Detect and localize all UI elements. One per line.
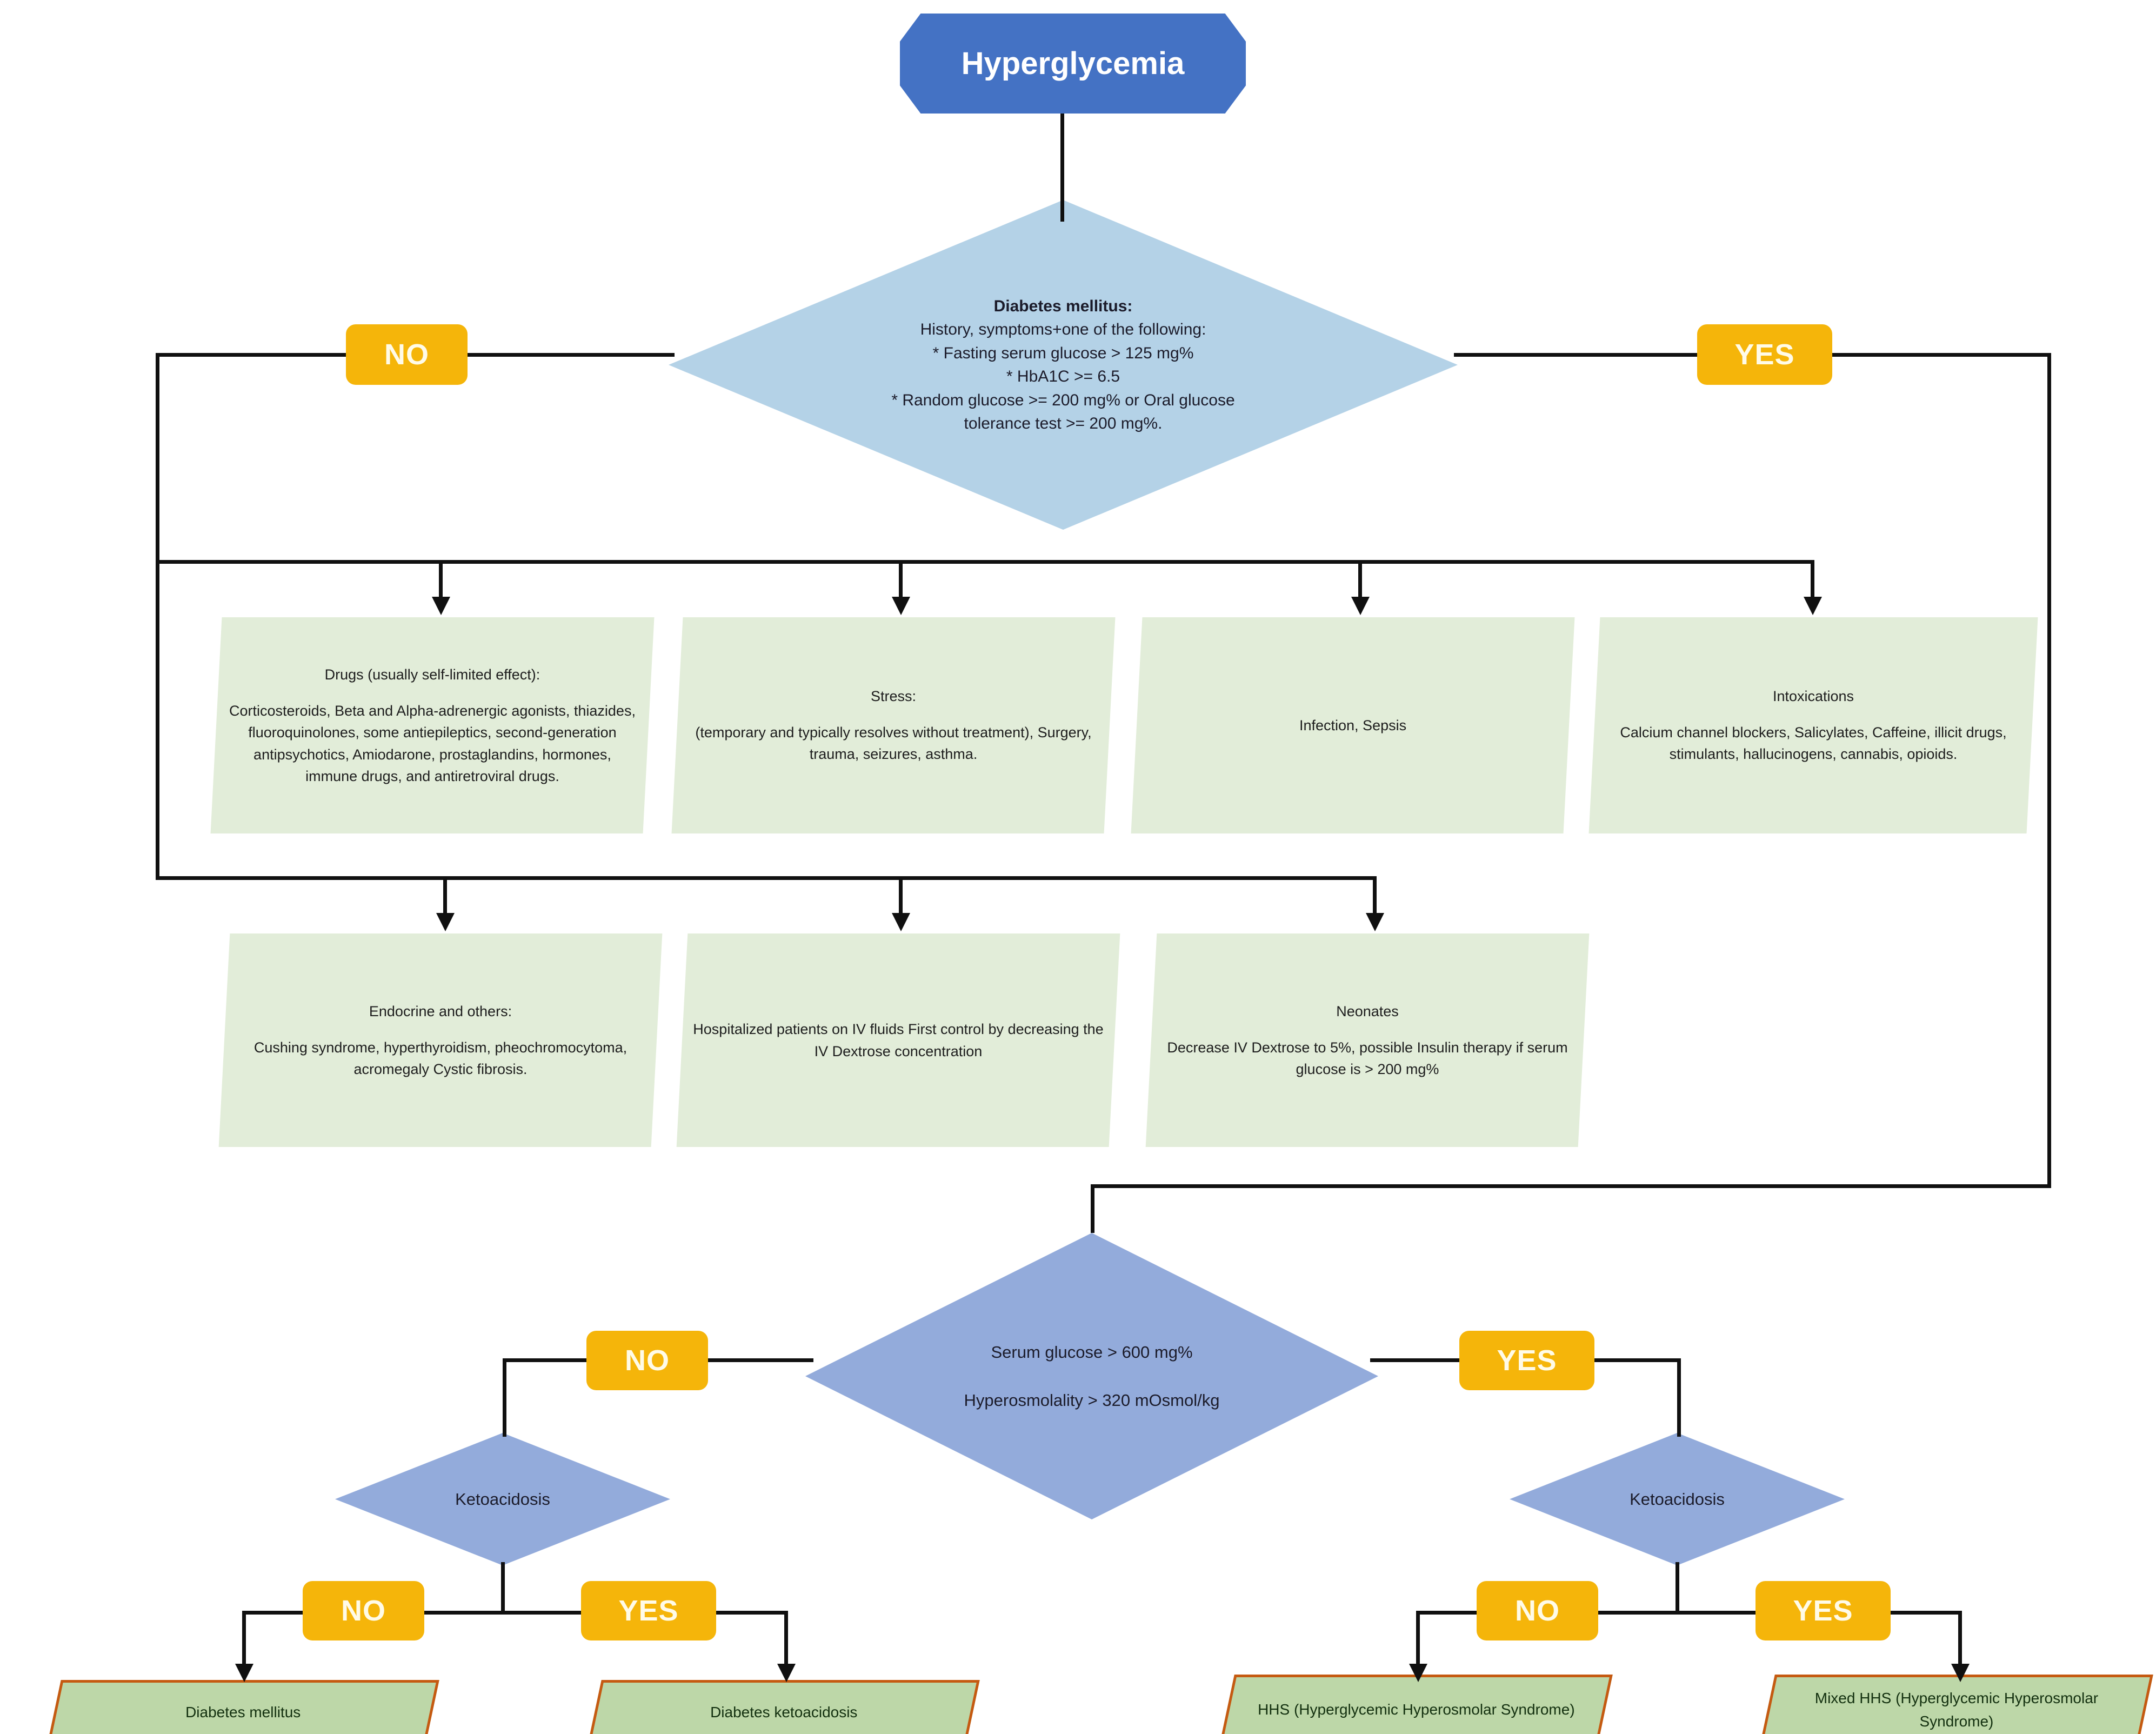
outcome-diabetes-mellitus[interactable]: Diabetes mellitus <box>47 1680 439 1734</box>
cause-box-drugs-heading: Drugs (usually self-limited effect): <box>324 666 540 683</box>
cause-box-drugs[interactable]: Drugs (usually self-limited effect): Cor… <box>210 617 655 833</box>
arrowhead-row1-0 <box>432 597 450 615</box>
cause-box-endocrine[interactable]: Endocrine and others: Cushing syndrome, … <box>218 933 663 1147</box>
arrowhead-row1-1 <box>892 597 910 615</box>
cause-box-neonates-heading: Neonates <box>1336 1003 1399 1019</box>
outcome-mixed-hhs-label: Mixed HHS (Hyperglycemic Hyperosmolar Sy… <box>1814 1689 2099 1730</box>
label-yes-diabetes-text: YES <box>1734 338 1795 371</box>
connector-row1-distribution-bar <box>156 560 1812 564</box>
arrowhead-row1-3 <box>1804 597 1822 615</box>
arrowhead-row2-2 <box>1366 913 1384 931</box>
outcome-diabetes-ketoacidosis-label: Diabetes ketoacidosis <box>710 1704 858 1721</box>
cause-box-hospitalized[interactable]: Hospitalized patients on IV fluids First… <box>676 933 1120 1147</box>
connector-outcome-1-drop <box>784 1611 788 1670</box>
cause-box-neonates[interactable]: Neonates Decrease IV Dextrose to 5%, pos… <box>1145 933 1590 1147</box>
decision-ketoacidosis-right-label: Ketoacidosis <box>1630 1489 1725 1509</box>
arrowhead-row2-0 <box>436 913 455 931</box>
connector-hhs-no-vertical <box>503 1358 506 1437</box>
connector-outcome-2-drop <box>1416 1611 1420 1670</box>
cause-box-infection[interactable]: Infection, Sepsis <box>1131 617 1575 833</box>
connector-no-left-rail <box>156 353 159 880</box>
decision-diabetes-line-1: * Fasting serum glucose > 125 mg% <box>932 344 1194 362</box>
outcome-hhs[interactable]: HHS (Hyperglycemic Hyperosmolar Syndrome… <box>1219 1675 1613 1734</box>
decision-diabetes-line-3: * Random glucose >= 200 mg% or Oral gluc… <box>891 391 1235 409</box>
start-node-label: Hyperglycemia <box>961 46 1185 81</box>
decision-ketoacidosis-left-label: Ketoacidosis <box>455 1489 550 1509</box>
connector-keto-left-split-bar <box>242 1611 788 1615</box>
decision-diabetes-line-4: tolerance test >= 200 mg%. <box>964 415 1163 432</box>
decision-diabetes-title: Diabetes mellitus: <box>993 297 1133 315</box>
connector-hhs-yes-vertical <box>1677 1358 1681 1437</box>
cause-box-drugs-body: Corticosteroids, Beta and Alpha-adrenerg… <box>229 702 636 784</box>
label-no-keto-right-text: NO <box>1515 1595 1560 1627</box>
arrowhead-outcome-1 <box>777 1664 796 1682</box>
connector-row1-drop-3 <box>1811 560 1814 603</box>
cause-box-infection-body: Infection, Sepsis <box>1299 717 1407 733</box>
connector-row2-drop-1 <box>899 876 903 919</box>
outcome-mixed-hhs[interactable]: Mixed HHS (Hyperglycemic Hyperosmolar Sy… <box>1760 1675 2153 1734</box>
connector-yes-right-rail <box>2047 353 2051 1188</box>
outcome-hhs-label: HHS (Hyperglycemic Hyperosmolar Syndrome… <box>1257 1701 1575 1718</box>
connector-row2-drop-0 <box>443 876 447 919</box>
decision-diabetes-line-0: History, symptoms+one of the following: <box>920 321 1206 338</box>
label-yes-keto-left[interactable]: YES <box>581 1581 716 1640</box>
cause-box-stress-body: (temporary and typically resolves withou… <box>695 724 1092 763</box>
label-no-keto-left[interactable]: NO <box>303 1581 424 1640</box>
cause-box-intoxications-heading: Intoxications <box>1772 688 1854 705</box>
decision-ketoacidosis-left[interactable]: Ketoacidosis <box>335 1433 670 1565</box>
decision-hhs-criteria[interactable]: Serum glucose > 600 mg% Hyperosmolality … <box>805 1233 1378 1519</box>
label-yes-keto-right-text: YES <box>1793 1595 1853 1627</box>
label-no-keto-left-text: NO <box>341 1595 386 1627</box>
cause-box-stress-heading: Stress: <box>870 688 917 705</box>
cause-box-endocrine-heading: Endocrine and others: <box>369 1003 512 1019</box>
decision-diabetes-mellitus[interactable]: Diabetes mellitus: History, symptoms+one… <box>669 200 1458 530</box>
label-yes-diabetes[interactable]: YES <box>1697 324 1832 385</box>
cause-box-hospitalized-body: Hospitalized patients on IV fluids First… <box>693 1021 1104 1059</box>
connector-keto-right-stem <box>1676 1562 1679 1612</box>
cause-box-intoxications-body: Calcium channel blockers, Salicylates, C… <box>1620 724 2007 763</box>
arrowhead-outcome-3 <box>1951 1664 1970 1682</box>
label-yes-hhs[interactable]: YES <box>1459 1331 1594 1390</box>
decision-ketoacidosis-right[interactable]: Ketoacidosis <box>1510 1433 1845 1565</box>
label-yes-keto-right[interactable]: YES <box>1755 1581 1891 1640</box>
arrowhead-row1-2 <box>1351 597 1370 615</box>
cause-box-endocrine-body: Cushing syndrome, hyperthyroidism, pheoc… <box>253 1039 628 1077</box>
connector-start-to-diabetes <box>1060 114 1064 222</box>
label-no-keto-right[interactable]: NO <box>1477 1581 1598 1640</box>
arrowhead-row2-1 <box>892 913 910 931</box>
connector-outcome-3-drop <box>1958 1611 1962 1670</box>
label-no-hhs[interactable]: NO <box>586 1331 708 1390</box>
connector-row1-drop-0 <box>439 560 443 603</box>
connector-outcome-0-drop <box>242 1611 246 1670</box>
connector-yes-to-hhs-horizontal <box>1091 1184 2051 1188</box>
label-no-diabetes-text: NO <box>384 338 429 371</box>
connector-row2-drop-2 <box>1373 876 1377 919</box>
label-no-diabetes[interactable]: NO <box>346 324 468 385</box>
connector-row1-drop-1 <box>899 560 903 603</box>
arrowhead-outcome-2 <box>1409 1664 1427 1682</box>
decision-hhs-line2: Hyperosmolality > 320 mOsmol/kg <box>964 1391 1220 1410</box>
decision-hhs-line1: Serum glucose > 600 mg% <box>991 1342 1193 1362</box>
connector-row2-distribution-bar <box>156 876 1376 880</box>
decision-diabetes-line-2: * HbA1C >= 6.5 <box>1006 368 1120 385</box>
connector-keto-left-stem <box>501 1562 505 1612</box>
connector-keto-right-split-bar <box>1416 1611 1962 1615</box>
label-no-hhs-text: NO <box>625 1344 670 1377</box>
outcome-diabetes-ketoacidosis[interactable]: Diabetes ketoacidosis <box>588 1680 980 1734</box>
cause-box-intoxications[interactable]: Intoxications Calcium channel blockers, … <box>1588 617 2038 833</box>
arrowhead-outcome-0 <box>235 1664 253 1682</box>
label-yes-keto-left-text: YES <box>618 1595 679 1627</box>
cause-box-neonates-body: Decrease IV Dextrose to 5%, possible Ins… <box>1167 1039 1568 1077</box>
outcome-diabetes-mellitus-label: Diabetes mellitus <box>185 1704 301 1721</box>
cause-box-stress[interactable]: Stress: (temporary and typically resolve… <box>671 617 1116 833</box>
label-yes-hhs-text: YES <box>1497 1344 1557 1377</box>
connector-yes-to-hhs-vertical <box>1091 1184 1094 1233</box>
start-node-hyperglycemia[interactable]: Hyperglycemia <box>900 14 1246 114</box>
connector-row1-drop-2 <box>1358 560 1362 603</box>
